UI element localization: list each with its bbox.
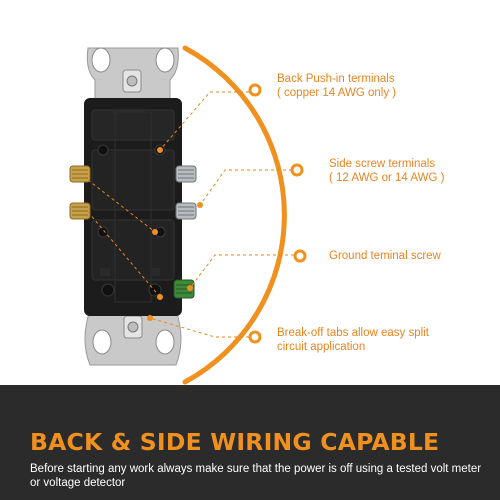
callout-break-off-tabs: Break-off tabs allow easy split circuit … bbox=[277, 326, 429, 354]
silver-screw-bottom bbox=[175, 202, 197, 220]
callout-arc bbox=[182, 45, 287, 385]
callout-dots bbox=[147, 83, 307, 344]
receptacle-body bbox=[84, 98, 182, 316]
silver-screw-top bbox=[175, 165, 197, 183]
product-illustration: Back Push-in terminals ( copper 14 AWG o… bbox=[69, 45, 445, 385]
callout-ground-screw: Ground teminal screw bbox=[329, 249, 441, 263]
callout-side-screw: Side screw terminals ( 12 AWG or 14 AWG … bbox=[329, 157, 444, 185]
callout-break-off-tabs-line1: Break-off tabs allow easy split bbox=[277, 327, 429, 339]
info-banner bbox=[0, 385, 500, 500]
receptacle-diagram bbox=[69, 45, 307, 385]
leader-lines bbox=[87, 91, 300, 338]
safety-note: Before starting any work always make sur… bbox=[30, 463, 482, 489]
brass-screw-top bbox=[69, 165, 91, 183]
mounting-strap bbox=[84, 47, 182, 366]
callout-side-screw-line2: ( 12 AWG or 14 AWG ) bbox=[329, 172, 445, 184]
callout-break-off-tabs-line2: circuit application bbox=[277, 341, 366, 353]
callout-ground-screw-line1: Ground teminal screw bbox=[329, 250, 441, 262]
callout-back-push-in: Back Push-in terminals ( copper 14 AWG o… bbox=[277, 72, 396, 100]
callout-back-push-in-line2: ( copper 14 AWG only ) bbox=[277, 87, 397, 99]
ground-screw bbox=[173, 279, 195, 299]
brass-screw-bottom bbox=[69, 202, 91, 220]
callout-back-push-in-line1: Back Push-in terminals bbox=[277, 73, 395, 85]
banner-headline: BACK & SIDE WIRING CAPABLE bbox=[30, 428, 440, 456]
callout-side-screw-line1: Side screw terminals bbox=[329, 158, 436, 170]
